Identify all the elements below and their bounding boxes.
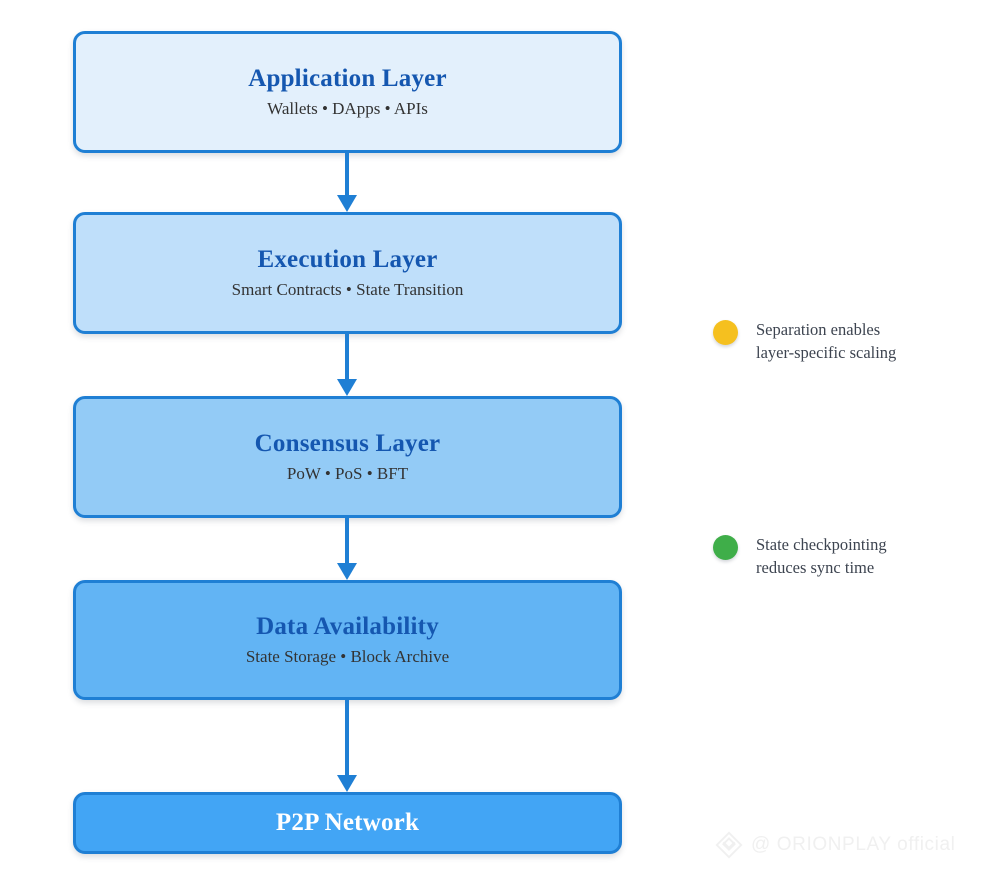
layer-title-data-availability: Data Availability	[256, 612, 439, 640]
arrow-head-icon	[337, 195, 357, 212]
layer-title-execution: Execution Layer	[257, 245, 438, 273]
layer-subtitle-execution: Smart Contracts • State Transition	[231, 280, 464, 300]
arrow-shaft	[345, 153, 349, 195]
annotation-scaling: Separation enables layer-specific scalin…	[713, 318, 896, 365]
layer-box-data-availability[interactable]: Data Availability State Storage • Block …	[73, 580, 622, 700]
arrow-head-icon	[337, 379, 357, 396]
arrow-head-icon	[337, 563, 357, 580]
watermark-text: @ ORIONPLAY official	[751, 834, 956, 855]
arrow-shaft	[345, 700, 349, 775]
annotation-dot-green-icon	[713, 535, 738, 560]
diamond-logo-icon	[715, 831, 743, 859]
layer-subtitle-data-availability: State Storage • Block Archive	[245, 647, 450, 667]
arrow-shaft	[345, 518, 349, 563]
layer-title-p2p-network: P2P Network	[275, 809, 420, 837]
layer-box-execution[interactable]: Execution Layer Smart Contracts • State …	[73, 212, 622, 334]
watermark: @ ORIONPLAY official	[714, 830, 955, 860]
layer-subtitle-application: Wallets • DApps • APIs	[267, 99, 428, 119]
arrow-head-icon	[337, 775, 357, 792]
layer-box-consensus[interactable]: Consensus Layer PoW • PoS • BFT	[73, 396, 622, 518]
layer-title-consensus: Consensus Layer	[254, 429, 441, 457]
annotation-dot-yellow-icon	[713, 320, 738, 345]
layer-box-application[interactable]: Application Layer Wallets • DApps • APIs	[73, 31, 622, 153]
layer-subtitle-consensus: PoW • PoS • BFT	[286, 464, 409, 484]
layer-box-p2p-network[interactable]: P2P Network	[73, 792, 622, 854]
annotation-checkpointing: State checkpointing reduces sync time	[713, 533, 887, 580]
annotation-checkpointing-text: State checkpointing reduces sync time	[756, 535, 887, 578]
layer-title-application: Application Layer	[248, 64, 447, 92]
annotation-scaling-text: Separation enables layer-specific scalin…	[756, 320, 897, 363]
arrow-shaft	[345, 334, 349, 379]
